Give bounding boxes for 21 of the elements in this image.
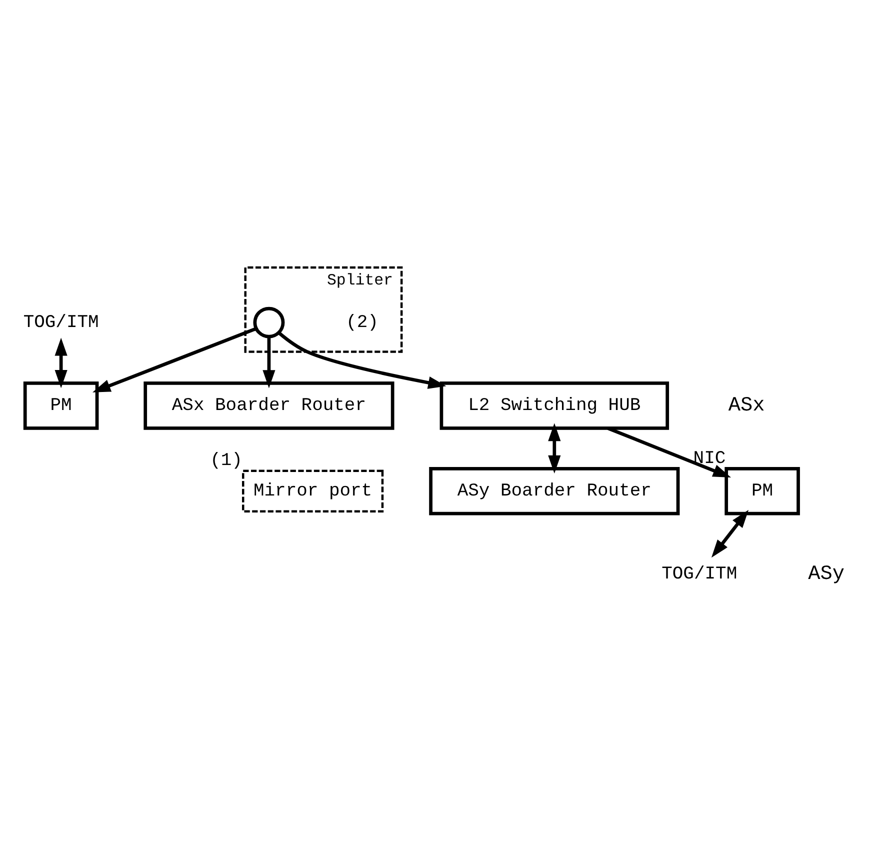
arrow <box>607 426 732 478</box>
node-text: TOG/ITM <box>662 564 738 585</box>
label: ASx <box>728 394 765 418</box>
arrow <box>548 423 561 474</box>
node-box: Mirror port <box>242 470 384 512</box>
node-box: ASy Boarder Router <box>429 466 680 516</box>
node-text: TOG/ITM <box>23 312 99 333</box>
node-label: (1) <box>210 451 242 472</box>
arrow <box>54 338 68 388</box>
node-box: L2 Switching HUB <box>440 382 670 430</box>
node-label: NIC <box>693 448 726 469</box>
node-box: PM <box>724 466 800 516</box>
node-circle <box>253 306 285 338</box>
arrow <box>262 336 276 388</box>
node-box: PM <box>23 382 99 430</box>
node-box: ASx Boarder Router <box>144 382 394 430</box>
arrow <box>711 510 749 558</box>
node-label: (2) <box>346 312 378 333</box>
label: ASy <box>808 563 845 586</box>
arrow <box>278 332 446 389</box>
arrow <box>92 327 257 392</box>
